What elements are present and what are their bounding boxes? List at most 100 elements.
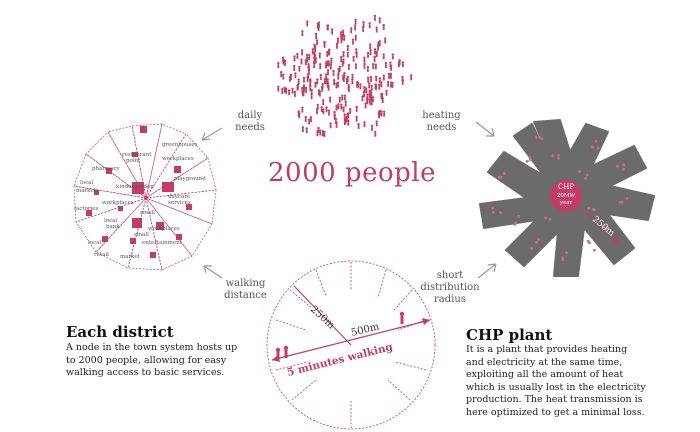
person-figure [365,89,368,94]
right-line: production. The heat transmission is [466,394,643,405]
person-figure [329,124,332,129]
person-figure [374,17,376,21]
person-figure [308,71,310,75]
person-figure [363,56,366,59]
person-figure [326,50,329,54]
person-figure [374,133,377,137]
left-body: A node in the town system hosts up to 20… [66,342,266,380]
person-figure [337,39,339,44]
person-figure [308,120,311,125]
person-figure [380,81,383,84]
person-figure [361,95,364,98]
person-figure [372,65,375,69]
person-figure [352,41,354,45]
district-label: pharmacy [92,166,121,172]
chp-person-figure [513,223,517,226]
person-figure [373,14,377,18]
person-figure [370,84,373,88]
person-figure [363,62,366,66]
person-figure [378,40,381,43]
person-figure [369,76,373,79]
person-figure [314,84,317,88]
person-figure [326,26,329,31]
person-figure [333,116,336,120]
person-figure [281,88,284,91]
person-figure [381,95,383,99]
person-figure [371,127,373,131]
person-figure [277,85,280,89]
person-figure [327,87,330,91]
person-figure [346,118,348,123]
person-figure [355,108,358,112]
person-figure [328,50,331,55]
person-figure [309,87,312,91]
person-figure [369,45,372,50]
chp-person-figure [551,154,555,158]
person-figure [359,83,362,86]
person-figure [390,75,392,79]
chp-person-figure [535,240,539,244]
arrow-short-distribution [477,263,497,279]
person-figure [322,101,325,106]
person-figure [325,60,328,63]
person-figure [304,115,307,119]
person-figure [382,55,385,60]
person-figure [306,59,309,63]
person-figure [293,64,296,68]
person-figure [306,75,309,79]
person-figure [401,81,404,85]
district-label: bank [106,224,120,230]
person-figure [296,55,299,59]
person-figure [347,114,349,119]
walker-figures [275,311,405,360]
person-figure [301,51,303,56]
person-figure [301,30,304,33]
person-figure [410,76,413,81]
person-figure [300,60,303,65]
district-label: factories [74,206,99,212]
person-figure [365,87,368,90]
person-figure [316,25,319,29]
person-figure [326,24,329,27]
person-figure [352,55,355,59]
person-figure [337,84,339,88]
person-figure [363,93,365,98]
left-line: walking access to basic services. [66,367,225,378]
person-figure [314,81,317,85]
person-figure [300,58,303,61]
person-figure [280,73,283,77]
chp-person-figure [537,237,541,241]
person-figure [378,77,381,80]
person-figure [377,41,380,44]
person-figure [380,112,383,117]
walking-circle: 250m 500m 5 minutes walking [266,260,436,430]
person-figure [348,66,350,70]
person-figure [367,68,369,72]
person-figure [366,100,368,105]
person-figure [326,69,330,72]
district-label: market [120,254,141,260]
person-figure [347,63,351,67]
person-figure [347,86,350,90]
person-figure [343,37,346,41]
person-figure [277,62,280,65]
person-figure [328,112,330,116]
district-label: market [76,188,97,194]
person-figure [329,65,332,70]
person-figure [344,103,347,107]
person-figure [346,47,349,51]
person-figure [311,50,314,55]
person-figure [389,81,393,84]
person-figure [375,26,378,29]
person-figure [314,47,317,52]
person-figure [367,76,370,80]
person-figure [346,112,350,115]
person-figure [318,54,321,59]
person-figure [323,80,326,85]
person-figure [287,89,291,92]
person-figure [310,93,313,96]
person-figure [336,37,340,40]
person-figure [324,73,328,76]
person-figure [378,79,381,84]
